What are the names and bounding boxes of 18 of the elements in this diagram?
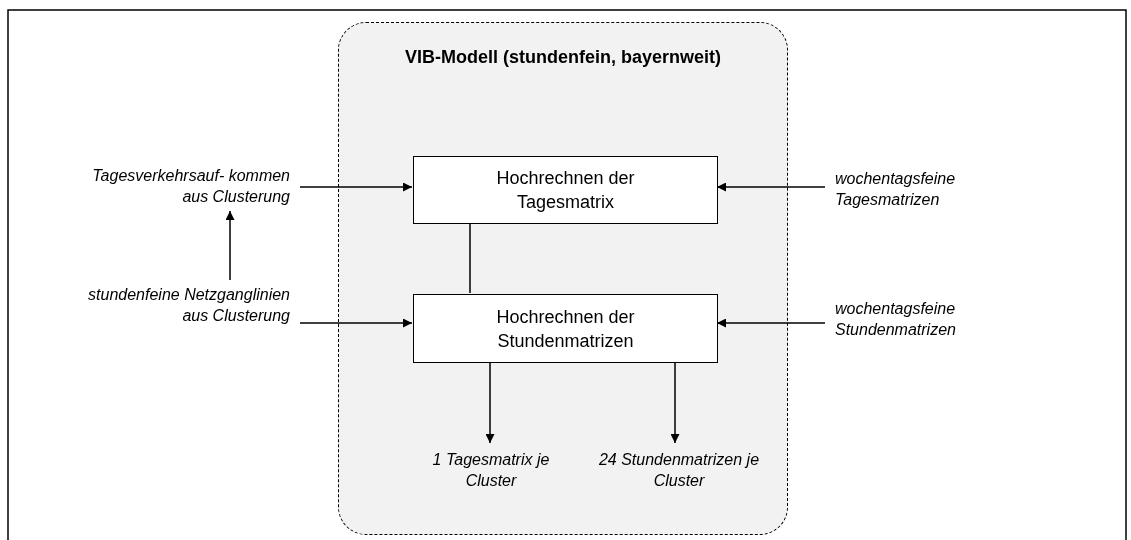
arrow — [225, 210, 235, 281]
input-output-label: stundenfeine Netzganglinien aus Clusterung — [87, 285, 290, 326]
process-box: Hochrechnen der Tagesmatrix — [413, 156, 718, 224]
arrow — [670, 361, 680, 444]
input-output-label: wochentagsfeine Stundenmatrizen — [835, 299, 957, 340]
arrow — [299, 318, 413, 328]
process-box: Hochrechnen der Stundenmatrizen — [413, 294, 718, 363]
group-title: VIB-Modell (stundenfein, bayernweit) — [404, 46, 722, 69]
arrow — [716, 318, 826, 328]
model-group — [338, 22, 788, 535]
input-output-label: Tagesverkehrsauf- kommen aus Clusterung — [91, 166, 290, 207]
input-output-label: 24 Stundenmatrizen je Cluster — [597, 450, 761, 491]
connector-line — [469, 222, 471, 294]
input-output-label: 1 Tagesmatrix je Cluster — [431, 450, 551, 491]
arrow — [716, 182, 826, 192]
arrow — [485, 361, 495, 444]
input-output-label: wochentagsfeine Tagesmatrizen — [835, 169, 957, 210]
arrow — [299, 182, 413, 192]
